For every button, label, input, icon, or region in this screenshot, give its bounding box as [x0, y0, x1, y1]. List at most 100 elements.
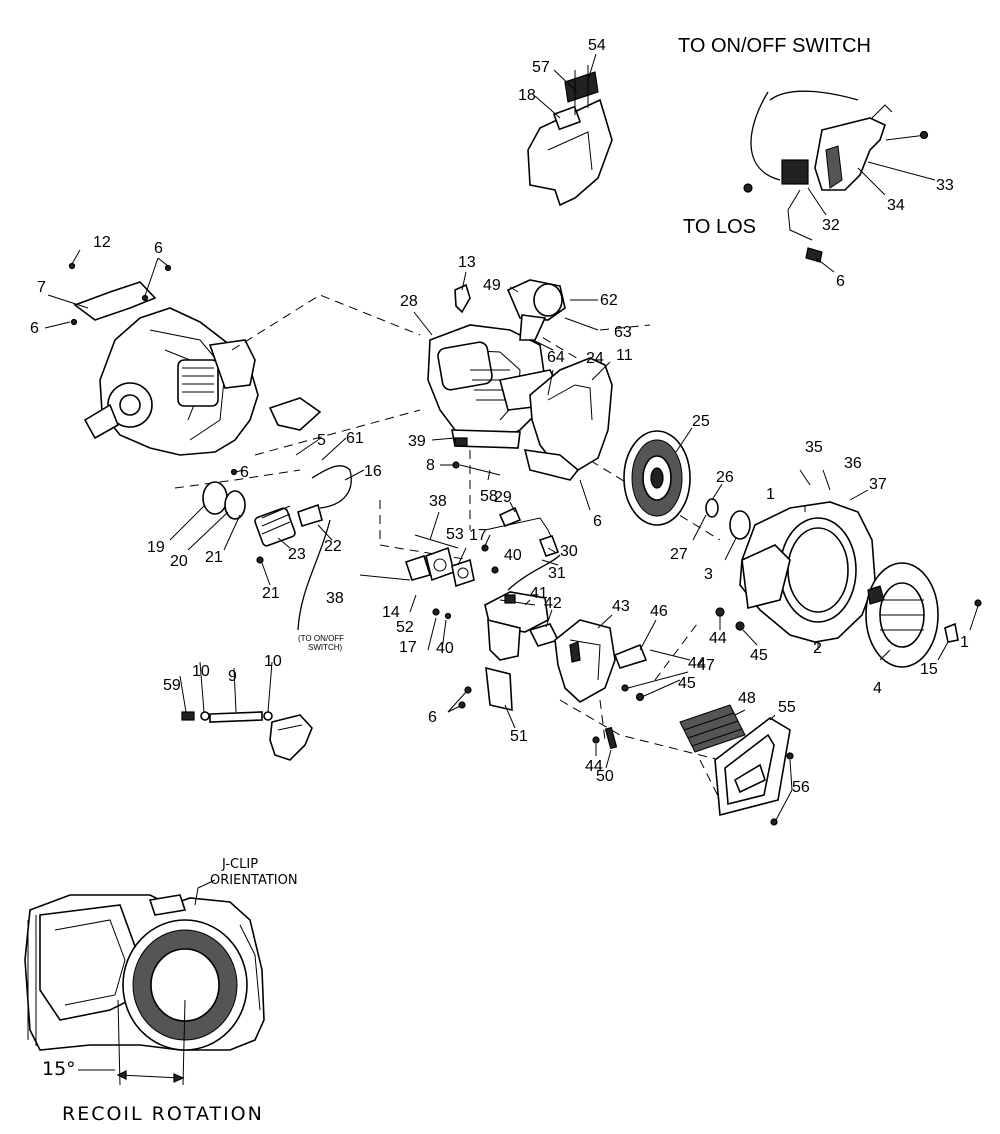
inset-orientation-label: ORIENTATION [210, 873, 298, 888]
part-label-44-upper: 44 [709, 630, 727, 647]
part-label-6-center-right: 6 [593, 513, 602, 530]
part-label-47: 47 [697, 657, 715, 674]
part-label-32: 32 [822, 217, 840, 234]
part-label-10-left: 10 [192, 663, 210, 680]
part-label-61: 61 [346, 430, 364, 447]
part-label-62: 62 [600, 292, 618, 309]
callout-to-on-off-switch: TO ON/OFF SWITCH [678, 35, 871, 57]
part-label-27: 27 [670, 546, 688, 563]
part-label-9: 9 [228, 668, 237, 685]
callout-to-on-off-small-line1: (TO ON/OFF [298, 634, 344, 643]
part-label-38-lower: 38 [326, 590, 344, 607]
inset-j-clip-label: J-CLIP [221, 857, 258, 872]
part-label-4: 4 [873, 680, 882, 697]
part-label-6-left: 6 [30, 320, 39, 337]
part-label-26: 26 [716, 469, 734, 486]
part-label-35: 35 [805, 439, 823, 456]
part-label-39: 39 [408, 433, 426, 450]
part-label-25: 25 [692, 413, 710, 430]
part-label-28: 28 [400, 293, 418, 310]
bracket-part-7 [68, 262, 172, 326]
part-label-36: 36 [844, 455, 862, 472]
part-label-10-right: 10 [264, 653, 282, 670]
part-label-56: 56 [792, 779, 810, 796]
part-label-40-upper: 40 [504, 547, 522, 564]
part-label-1-upper: 1 [766, 486, 775, 503]
inset-angle-label: 15° [42, 1058, 76, 1080]
part-label-1-right: 1 [960, 634, 969, 651]
part-label-46: 46 [650, 603, 668, 620]
bracket-part-43 [554, 619, 616, 703]
part-label-7: 7 [37, 279, 46, 296]
part-label-45-upper: 45 [750, 647, 768, 664]
engine-block [83, 307, 259, 456]
carburetor-part-41 [484, 591, 549, 661]
part-label-14: 14 [382, 604, 400, 621]
part-label-6-near-center: 6 [240, 464, 249, 481]
part-label-23: 23 [288, 546, 306, 563]
part-label-50: 50 [596, 768, 614, 785]
sleeve-part-3 [729, 510, 751, 540]
part-label-49: 49 [483, 277, 501, 294]
flywheel-part-25 [623, 430, 691, 526]
strap-part-46 [613, 643, 648, 669]
air-cleaner-cover-part-55 [714, 717, 791, 817]
mount-part-49 [506, 279, 566, 341]
part-label-18: 18 [518, 87, 536, 104]
recoil-rotation-inset [24, 894, 265, 1051]
part-label-19: 19 [147, 539, 165, 556]
recoil-starter-part-4 [865, 562, 939, 668]
carburetor-gaskets [404, 546, 475, 588]
part-label-22: 22 [324, 538, 342, 555]
part-label-51: 51 [510, 728, 528, 745]
part-label-43: 43 [612, 598, 630, 615]
part-label-40-lower: 40 [436, 640, 454, 657]
part-label-30: 30 [560, 543, 578, 560]
callout-to-on-off-small-line2: SWITCH) [308, 643, 343, 652]
part-label-44-lower: 44 [585, 758, 603, 775]
part-label-8: 8 [426, 457, 435, 474]
fuel-line-assembly [181, 711, 313, 761]
clip-part-15 [944, 622, 959, 643]
part-label-6-upper-left: 6 [154, 240, 163, 257]
part-label-5: 5 [317, 432, 326, 449]
shroud-part-18 [527, 65, 613, 207]
part-label-12: 12 [93, 234, 111, 251]
part-label-29: 29 [494, 489, 512, 506]
filter-element-part-48 [679, 704, 746, 753]
part-label-37: 37 [869, 476, 887, 493]
part-label-54: 54 [588, 37, 606, 54]
part-label-53: 53 [446, 526, 464, 543]
part-label-45-middle: 45 [678, 675, 696, 692]
part-label-3: 3 [704, 566, 713, 583]
plate-part-11 [523, 357, 613, 481]
bracket-part-13 [454, 283, 471, 314]
part-label-2: 2 [813, 640, 822, 657]
part-label-17-lower: 17 [399, 639, 417, 656]
part-label-42: 42 [544, 595, 562, 612]
part-label-59: 59 [163, 677, 181, 694]
callout-to-los: TO LOS [683, 216, 756, 238]
part-label-63: 63 [614, 324, 632, 341]
part-label-55: 55 [778, 699, 796, 716]
part-label-6-top-right: 6 [836, 273, 845, 290]
blower-housing-part-37 [739, 501, 876, 643]
oil-filter-assembly [202, 481, 323, 564]
cylinder-head-assembly [427, 324, 561, 449]
part-label-15: 15 [920, 661, 938, 678]
part-label-17-upper: 17 [469, 527, 487, 544]
switch-bracket-assembly [743, 90, 929, 263]
part-label-6-bottom: 6 [428, 709, 437, 726]
part-label-44-middle: 44 [688, 655, 706, 672]
part-label-31: 31 [548, 565, 566, 582]
part-label-16: 16 [364, 463, 382, 480]
part-label-21-upper: 21 [205, 549, 223, 566]
part-label-41: 41 [530, 585, 548, 602]
part-label-64: 64 [547, 349, 565, 366]
part-label-24: 24 [586, 350, 604, 367]
part-label-13: 13 [458, 254, 476, 271]
part-label-52: 52 [396, 619, 414, 636]
part-label-33: 33 [936, 177, 954, 194]
part-label-57: 57 [532, 59, 550, 76]
